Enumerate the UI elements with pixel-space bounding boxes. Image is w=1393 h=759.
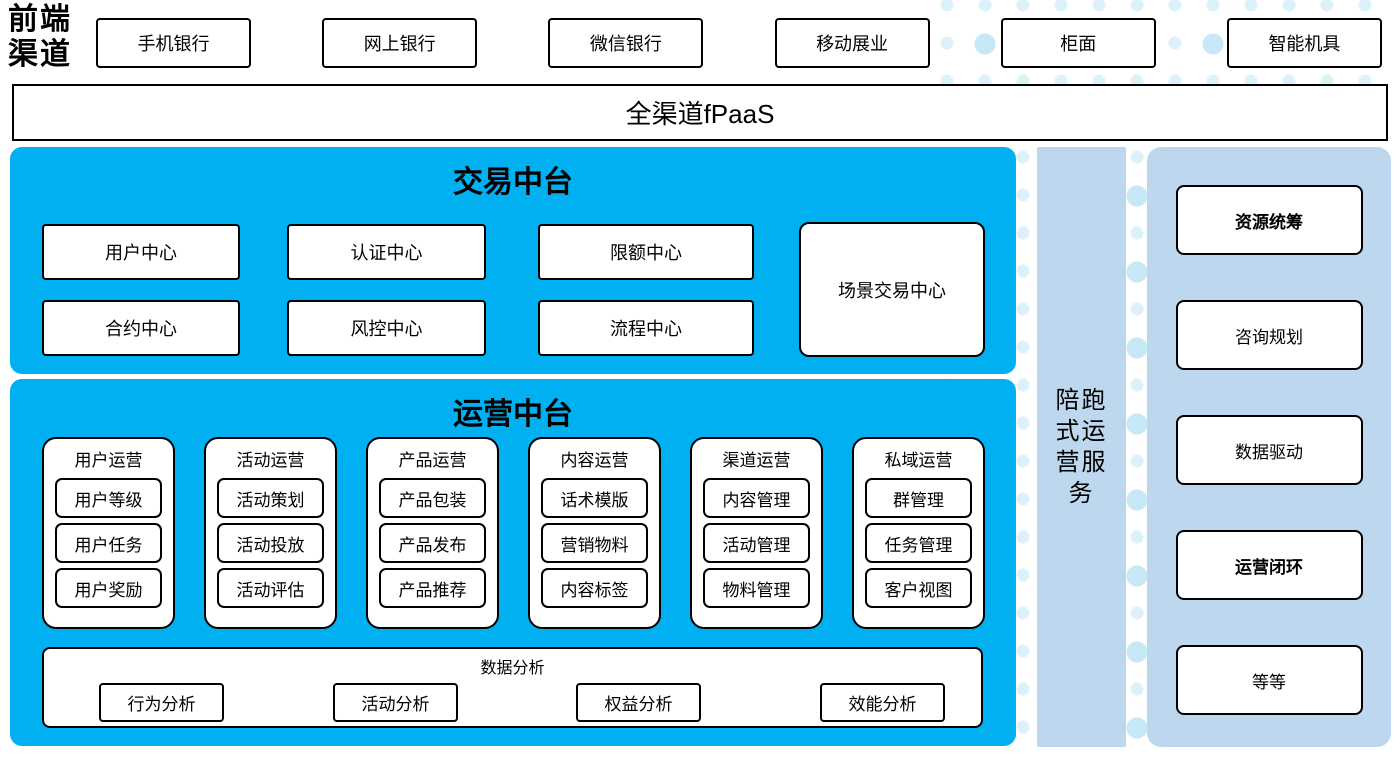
data-analysis-item-efficiency: 效能分析 [820,683,945,722]
ops-item: 活动投放 [217,523,324,563]
ops-column-title: 用户运营 [74,451,143,470]
ops-item: 内容管理 [703,478,810,518]
service-box-operation-loop: 运营闭环 [1175,530,1363,600]
ops-item: 任务管理 [865,523,972,563]
ops-column-title: 渠道运营 [722,451,791,470]
channel-box-smart-devices: 智能机具 [1226,18,1382,68]
ops-item: 客户视图 [865,568,972,608]
ops-column-product-operation: 产品运营 产品包装 产品发布 产品推荐 [366,437,499,629]
service-box-resource-planning: 资源统筹 [1175,185,1363,255]
center-box-process: 流程中心 [538,300,754,356]
data-analysis-item-activity: 活动分析 [333,683,458,722]
ops-item: 活动评估 [217,568,324,608]
ops-item: 内容标签 [541,568,648,608]
ops-column-title: 活动运营 [236,451,305,470]
data-analysis-item-rights: 权益分析 [576,683,701,722]
center-box-contract: 合约中心 [42,300,240,356]
channel-box-mobile-banking: 手机银行 [96,18,251,68]
channel-box-counter: 柜面 [1000,18,1156,68]
center-box-auth: 认证中心 [287,224,486,280]
companion-operation-service-label: 陪跑式运营服务 [1055,387,1108,507]
operation-platform-section: 运营中台 用户运营 用户等级 用户任务 用户奖励 活动运营 活动策划 活动投放 … [10,379,1016,746]
channel-box-online-banking: 网上银行 [322,18,478,68]
service-box-etc: 等等 [1175,645,1363,715]
ops-item: 活动策划 [217,478,324,518]
operation-columns: 用户运营 用户等级 用户任务 用户奖励 活动运营 活动策划 活动投放 活动评估 … [42,437,985,629]
center-box-scene-trade: 场景交易中心 [799,222,985,357]
ops-item: 活动管理 [703,523,810,563]
ops-item: 物料管理 [703,568,810,608]
data-analysis-item-behavior: 行为分析 [99,683,224,722]
service-box-consulting: 咨询规划 [1175,300,1363,370]
channel-box-wechat-banking: 微信银行 [548,18,704,68]
ops-column-title: 私域运营 [884,451,953,470]
ops-item: 产品推荐 [379,568,486,608]
data-analysis-title: 数据分析 [480,660,545,677]
channel-box-mobile-marketing: 移动展业 [774,18,930,68]
ops-item: 营销物料 [541,523,648,563]
ops-column-activity-operation: 活动运营 活动策划 活动投放 活动评估 [204,437,337,629]
omnichannel-fpaas-bar: 全渠道fPaaS [12,84,1388,141]
center-box-risk: 风控中心 [287,300,486,356]
trade-platform-title: 交易中台 [453,166,573,199]
center-box-user: 用户中心 [42,224,240,280]
center-box-limit: 限额中心 [538,224,754,280]
trade-platform-section: 交易中台 用户中心 认证中心 限额中心 合约中心 风控中心 流程中心 场景交易中… [10,147,1016,374]
ops-item: 产品包装 [379,478,486,518]
ops-column-title: 内容运营 [560,451,629,470]
ops-item: 群管理 [865,478,972,518]
ops-item: 用户任务 [55,523,162,563]
front-channel-label: 前端渠道 [8,3,72,71]
service-box-data-driven: 数据驱动 [1175,415,1363,485]
ops-item: 用户等级 [55,478,162,518]
companion-operation-service-bar: 陪跑式运营服务 [1037,147,1126,747]
ops-column-content-operation: 内容运营 话术模版 营销物料 内容标签 [528,437,661,629]
data-analysis-box: 数据分析 行为分析 活动分析 权益分析 效能分析 [42,647,983,728]
ops-item: 话术模版 [541,478,648,518]
ops-column-private-domain-operation: 私域运营 群管理 任务管理 客户视图 [852,437,985,629]
ops-column-channel-operation: 渠道运营 内容管理 活动管理 物料管理 [690,437,823,629]
right-service-panel: 资源统筹 咨询规划 数据驱动 运营闭环 等等 [1147,147,1391,747]
ops-column-user-operation: 用户运营 用户等级 用户任务 用户奖励 [42,437,175,629]
channel-row: 手机银行 网上银行 微信银行 移动展业 柜面 智能机具 [96,18,1382,68]
ops-item: 用户奖励 [55,568,162,608]
ops-item: 产品发布 [379,523,486,563]
operation-platform-title: 运营中台 [453,398,573,431]
ops-column-title: 产品运营 [398,451,467,470]
